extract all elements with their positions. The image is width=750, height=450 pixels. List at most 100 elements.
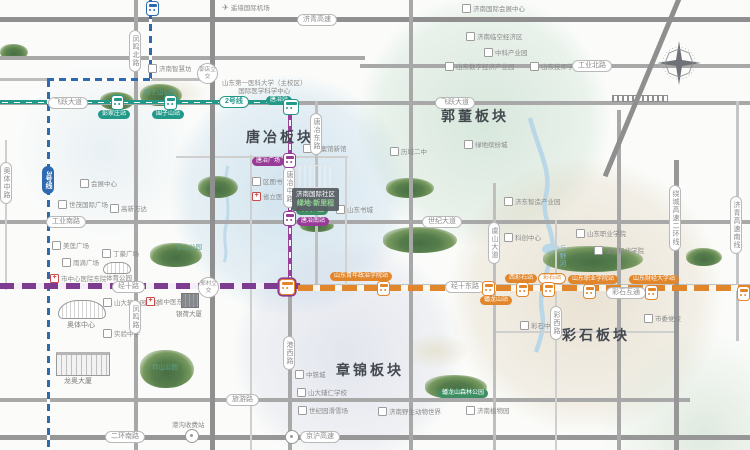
park-label: 转山公园 bbox=[152, 364, 178, 371]
poi: 济南植物园 bbox=[466, 405, 510, 415]
school-icon bbox=[297, 387, 306, 397]
line3-badge: 3号线 bbox=[42, 166, 54, 194]
school-icon bbox=[594, 245, 603, 255]
poi: 山东数字经济产业园 bbox=[445, 61, 515, 71]
road-lvyou bbox=[0, 398, 690, 402]
poi-label: 体育公园 bbox=[106, 275, 132, 282]
road-jinghu-expwy bbox=[0, 435, 750, 440]
building-icon bbox=[464, 139, 473, 149]
building-icon bbox=[52, 240, 61, 250]
building-icon bbox=[102, 248, 111, 258]
animal-icon bbox=[378, 406, 387, 416]
station-icon-tangyegc bbox=[283, 153, 296, 168]
poi-label: 遥墙国际机场 bbox=[230, 5, 270, 12]
poi: 世茂国际广场 bbox=[58, 199, 108, 209]
road-shiji-dadao bbox=[0, 220, 750, 224]
school-icon bbox=[390, 146, 399, 156]
metro-line3-north bbox=[149, 0, 152, 80]
trees-zhuanshan bbox=[140, 350, 194, 388]
school-icon bbox=[644, 313, 653, 323]
poi-label: 山东职业学院 bbox=[587, 231, 626, 238]
station-label: 唐冶南站 bbox=[297, 217, 330, 226]
road-label: 工业南路 bbox=[46, 216, 86, 228]
poi-label: 济南野生动物世界 bbox=[389, 409, 441, 416]
district-guodong: 郭董板块 bbox=[441, 108, 509, 124]
hospital-icon: + bbox=[146, 296, 155, 306]
building-icon bbox=[62, 257, 71, 267]
poi-label: 济南临空经济区 bbox=[477, 34, 523, 41]
poi: 体育公园 bbox=[106, 272, 132, 282]
poi: 雨滴广场 bbox=[62, 257, 99, 267]
poi: 山大辅仁学校 bbox=[297, 387, 347, 397]
building-icon bbox=[110, 203, 119, 213]
road-label: 奥体中路 bbox=[0, 162, 12, 204]
building-icon bbox=[504, 232, 513, 242]
station-icon-panlong bbox=[482, 281, 495, 296]
plane-icon: ✈ bbox=[222, 2, 229, 12]
station-icon-tangyenan bbox=[283, 211, 296, 226]
poi-label: 中科产业园 bbox=[495, 50, 528, 57]
road-label: 唐冶东路 bbox=[310, 113, 322, 155]
poi-label: 省中医东院区 bbox=[157, 299, 196, 306]
trees bbox=[198, 176, 238, 198]
road-label: 工业北路 bbox=[572, 60, 612, 72]
station-icon-interchange bbox=[279, 279, 295, 295]
project-photo bbox=[299, 166, 333, 187]
metro-line2-dash bbox=[2, 101, 290, 103]
olympic-center-drawing bbox=[58, 300, 106, 319]
building-icon bbox=[484, 47, 493, 57]
mini-stadium-drawing bbox=[103, 262, 131, 274]
river-label: 巨野河 bbox=[558, 245, 565, 268]
building-icon bbox=[252, 176, 261, 186]
station-icon-weizishan bbox=[164, 95, 177, 110]
station-icon-east-edge bbox=[737, 286, 750, 301]
building-icon bbox=[80, 178, 89, 188]
poi: 高新万达 bbox=[110, 203, 147, 213]
hospital-icon: + bbox=[50, 273, 59, 283]
project-label: 济南国际社区 绿地·新里程 bbox=[292, 188, 339, 211]
road-label: 凤鸣路 bbox=[129, 300, 141, 334]
metro-jingshi-purple bbox=[0, 283, 300, 289]
poi: 市委党校 bbox=[644, 313, 681, 323]
trees bbox=[686, 248, 722, 266]
poi: 历城二中 bbox=[390, 146, 427, 156]
station-icon-caishi bbox=[542, 282, 555, 297]
station-icon-caida bbox=[645, 285, 658, 300]
poi: 丁豪广场 bbox=[102, 248, 139, 258]
road-label: 绕城高速二环线 bbox=[669, 185, 681, 251]
interchange-jinghu-icon bbox=[285, 430, 299, 444]
station-icon-pengjiazhuang bbox=[111, 95, 124, 110]
road-label: 凤鸣北路 bbox=[129, 30, 141, 72]
poi-zoo: 济南野生动物世界 bbox=[378, 406, 441, 416]
building-icon bbox=[462, 3, 471, 13]
poi: 会展中心 bbox=[80, 178, 117, 188]
district-zhangjin: 章锦板块 bbox=[336, 362, 404, 378]
interchange-xingcun: 邢村立交 bbox=[198, 277, 219, 298]
school-icon bbox=[530, 61, 539, 71]
poi: 实验中学 bbox=[103, 328, 140, 338]
road-label: 世纪大道 bbox=[422, 216, 462, 228]
school-icon bbox=[520, 320, 529, 330]
road-label: 济青高速南线 bbox=[730, 196, 742, 254]
road-label: 港西路 bbox=[283, 336, 295, 370]
district-caishi: 彩石板块 bbox=[562, 327, 630, 343]
poi-label: 世纪园滑雪场 bbox=[309, 408, 348, 415]
station-label: 蟠龙山站 bbox=[480, 296, 513, 305]
poi-label: 实验中学 bbox=[114, 331, 140, 338]
building-icon bbox=[504, 196, 513, 206]
poi-label: 美莲广场 bbox=[63, 243, 89, 250]
road-aotizhong bbox=[5, 140, 7, 290]
garden-icon bbox=[466, 405, 475, 415]
school-icon bbox=[103, 297, 112, 307]
station-label: 唐冶广场 bbox=[252, 157, 285, 166]
road-label: 经十路 bbox=[112, 281, 145, 293]
school-icon bbox=[576, 228, 585, 238]
station-label: 山东职业学院站 bbox=[568, 275, 619, 284]
poi-label: 历城二中 bbox=[401, 149, 427, 156]
road-minor-v1 bbox=[345, 156, 347, 286]
poi: 济南临空经济区 bbox=[466, 31, 523, 41]
trees bbox=[383, 227, 457, 253]
poi-label: 山东数字经济产业园 bbox=[456, 64, 515, 71]
poi-label: 市委党校 bbox=[655, 316, 681, 323]
hospital-icon: + bbox=[252, 191, 261, 201]
